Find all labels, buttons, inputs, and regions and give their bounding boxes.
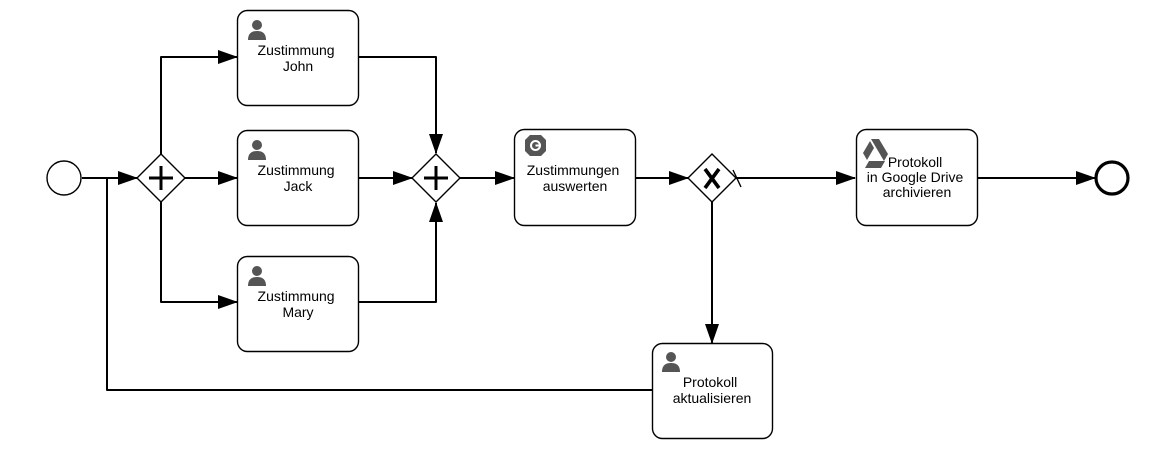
svg-text:Protokoll in Google Driv: Protokoll in Google Drive archivieren xyxy=(867,154,967,200)
task-zustimmung-jack[interactable]: Zustimmung Jack xyxy=(236,129,360,227)
task-zustimmungen-auswerten[interactable]: Zustimmungen auswerten xyxy=(513,128,637,227)
plus-icon xyxy=(424,166,448,190)
exclusive-gateway-decision[interactable] xyxy=(687,153,737,203)
parallel-gateway-join[interactable] xyxy=(411,153,461,203)
svg-text:Zustimmung John: Zustimmung John xyxy=(258,42,339,74)
task-protokoll-aktualisieren[interactable]: Protokoll aktualisieren xyxy=(651,342,774,440)
start-event[interactable] xyxy=(46,160,82,196)
task-label-line2: Mary xyxy=(282,304,313,320)
task-zustimmung-john[interactable]: Zustimmung John xyxy=(236,9,360,107)
flow-split-to-john[interactable] xyxy=(160,50,238,154)
flow-john-to-join[interactable] xyxy=(358,56,443,154)
svg-text:Zustimmung Jack: Zustimmung Jack xyxy=(258,162,339,194)
task-zustimmung-mary[interactable]: Zustimmung Mary xyxy=(236,255,360,353)
task-label-line3: archivieren xyxy=(883,184,951,200)
parallel-gateway-split[interactable] xyxy=(136,153,186,203)
task-label-line1: Zustimmung xyxy=(258,288,335,304)
flow-mary-to-join[interactable] xyxy=(358,202,443,303)
user-icon xyxy=(248,20,266,40)
x-icon xyxy=(703,167,721,190)
task-label-line2: auswerten xyxy=(543,178,608,194)
flow-update-loop-back[interactable] xyxy=(106,178,652,391)
end-event[interactable] xyxy=(1094,160,1130,196)
google-drive-icon xyxy=(863,139,888,168)
svg-text:Protokoll aktualisieren: Protokoll aktualisieren xyxy=(673,374,752,406)
svg-text:Zustimmung Mary: Zustimmung Mary xyxy=(258,288,339,320)
svg-text:Zustimmungen auswerten: Zustimmungen auswerten xyxy=(527,162,623,194)
script-icon xyxy=(525,135,546,156)
task-label-line2: aktualisieren xyxy=(673,390,752,406)
sequence-flows xyxy=(82,50,1096,391)
user-icon xyxy=(662,352,680,372)
task-label-line1: Protokoll xyxy=(683,374,737,390)
user-icon xyxy=(248,266,266,286)
flow-split-to-mary[interactable] xyxy=(160,202,238,309)
task-label-line1: Zustimmung xyxy=(258,162,335,178)
task-label-line2: John xyxy=(283,58,313,74)
task-label-line1: Protokoll xyxy=(888,154,942,170)
user-icon xyxy=(248,140,266,160)
task-protokoll-archivieren[interactable]: Protokoll in Google Drive archivieren xyxy=(855,128,979,227)
plus-icon xyxy=(149,166,173,190)
task-label-line2: in Google Drive xyxy=(867,169,964,185)
task-label-line1: Zustimmungen xyxy=(527,162,620,178)
task-label-line2: Jack xyxy=(284,178,314,194)
default-flow-marker xyxy=(732,169,742,188)
task-label-line1: Zustimmung xyxy=(258,42,335,58)
